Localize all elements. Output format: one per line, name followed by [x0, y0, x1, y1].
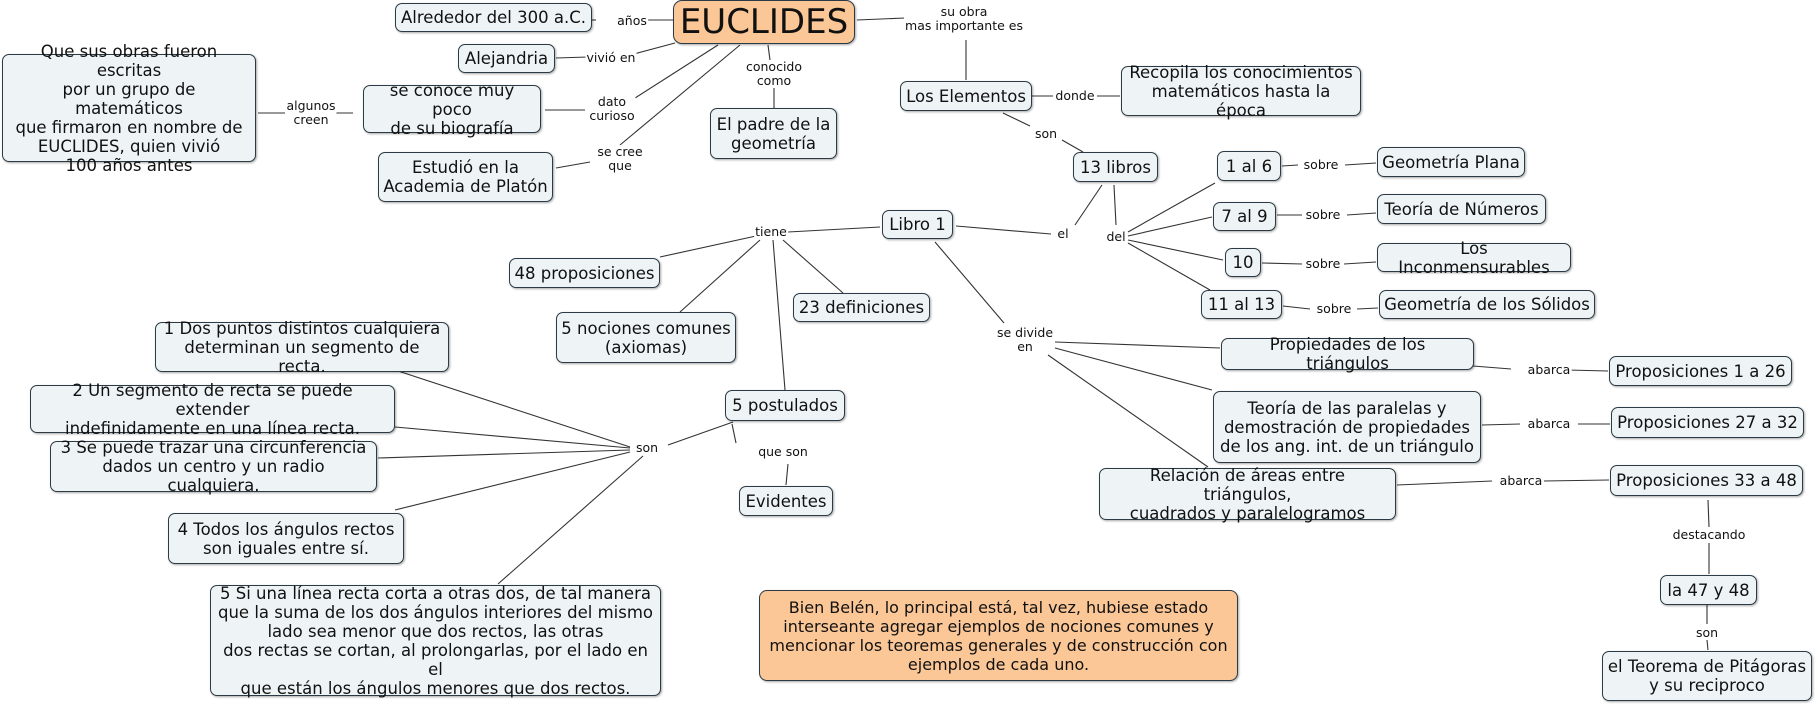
node-evidentes[interactable]: Evidentes — [739, 486, 833, 516]
link-label-abarca-2: abarca — [1526, 416, 1572, 431]
link-label-sobre-2: sobre — [1304, 207, 1342, 222]
node-geometria-plana[interactable]: Geometría Plana — [1377, 147, 1525, 177]
node-fecha[interactable]: Alrededor del 300 a.C. — [395, 3, 592, 32]
node-postulado-2[interactable]: 2 Un segmento de recta se puede extender… — [30, 381, 395, 438]
node-13-libros[interactable]: 13 libros — [1073, 152, 1158, 182]
link-label-del: del — [1105, 229, 1127, 244]
node-libro-1[interactable]: Libro 1 — [882, 210, 953, 239]
node-47-y-48[interactable]: la 47 y 48 — [1660, 575, 1757, 605]
node-teoria-numeros[interactable]: Teoría de Números — [1377, 194, 1546, 224]
link-label-sobre-4: sobre — [1315, 301, 1353, 316]
link-label-donde: donde — [1054, 88, 1096, 103]
node-proposiciones-33-48[interactable]: Proposiciones 33 a 48 — [1610, 465, 1803, 496]
node-postulado-4[interactable]: 4 Todos los ángulos rectos son iguales e… — [168, 513, 404, 564]
node-geometria-solidos[interactable]: Geometría de los Sólidos — [1379, 290, 1595, 319]
node-padre[interactable]: El padre de la geometría — [710, 108, 837, 159]
node-postulado-5[interactable]: 5 Si una línea recta corta a otras dos, … — [210, 584, 661, 698]
node-teoria-paralelas[interactable]: Teoría de las paralelas y demostración d… — [1213, 391, 1481, 463]
node-alejandria[interactable]: Alejandria — [458, 44, 555, 73]
node-propiedades-triangulos[interactable]: Propiedades de los triángulos — [1221, 335, 1474, 373]
node-recopila[interactable]: Recopila los conocimientos matemáticos h… — [1121, 63, 1361, 120]
node-relacion-areas[interactable]: Relación de áreas entre triángulos, cuad… — [1099, 466, 1396, 523]
link-label-su-obra: su obra mas importante es — [904, 4, 1024, 33]
node-obras-escritas[interactable]: Que sus obras fueron escritas por un gru… — [2, 42, 256, 175]
node-proposiciones-27-32[interactable]: Proposiciones 27 a 32 — [1611, 407, 1804, 438]
node-proposiciones-1-26[interactable]: Proposiciones 1 a 26 — [1609, 356, 1792, 386]
link-label-tiene: tiene — [754, 224, 788, 239]
node-postulado-3[interactable]: 3 Se puede trazar una circunferencia dad… — [50, 438, 377, 495]
link-label-son-pitagoras: son — [1694, 625, 1720, 640]
node-euclides[interactable]: EUCLIDES — [673, 0, 855, 44]
link-label-se-divide-en: se divide en — [995, 325, 1055, 354]
link-label-algunos-creen: algunos creen — [285, 98, 337, 127]
node-48-proposiciones[interactable]: 48 proposiciones — [509, 258, 660, 288]
link-label-son-libros: son — [1033, 126, 1059, 141]
link-label-que-son: que son — [757, 444, 809, 459]
link-label-vivio-en: vivió en — [585, 50, 637, 65]
node-23-definiciones[interactable]: 23 definiciones — [793, 293, 930, 322]
node-teorema-pitagoras[interactable]: el Teorema de Pitágoras y su reciproco — [1602, 651, 1812, 701]
link-label-destacando: destacando — [1671, 527, 1747, 542]
link-label-anos: años — [616, 13, 648, 28]
node-academia[interactable]: Estudió en la Academia de Platón — [378, 152, 553, 202]
link-label-son-postulados: son — [634, 440, 660, 455]
link-label-abarca-3: abarca — [1498, 473, 1544, 488]
node-libros-7-9[interactable]: 7 al 9 — [1213, 202, 1276, 231]
link-label-sobre-3: sobre — [1304, 256, 1342, 271]
node-libro-10[interactable]: 10 — [1225, 248, 1261, 277]
link-label-conocido-como: conocido como — [744, 59, 804, 88]
node-inconmensurables[interactable]: Los Inconmensurables — [1377, 239, 1571, 277]
node-biografia[interactable]: se conoce muy poco de su biografía — [363, 81, 541, 138]
link-label-se-cree-que: se cree que — [596, 144, 644, 173]
node-postulado-1[interactable]: 1 Dos puntos distintos cualquiera determ… — [155, 319, 449, 376]
link-label-abarca-1: abarca — [1526, 362, 1572, 377]
node-5-postulados[interactable]: 5 postulados — [725, 390, 845, 421]
node-libros-1-6[interactable]: 1 al 6 — [1217, 151, 1281, 181]
link-label-el: el — [1056, 226, 1070, 241]
link-label-sobre-1: sobre — [1302, 157, 1340, 172]
link-label-dato-curioso: dato curioso — [588, 94, 636, 123]
teacher-note[interactable]: Bien Belén, lo principal está, tal vez, … — [759, 590, 1238, 681]
node-elementos[interactable]: Los Elementos — [900, 81, 1032, 111]
node-nociones-comunes[interactable]: 5 nociones comunes (axiomas) — [556, 312, 736, 363]
node-libros-11-13[interactable]: 11 al 13 — [1201, 290, 1282, 319]
